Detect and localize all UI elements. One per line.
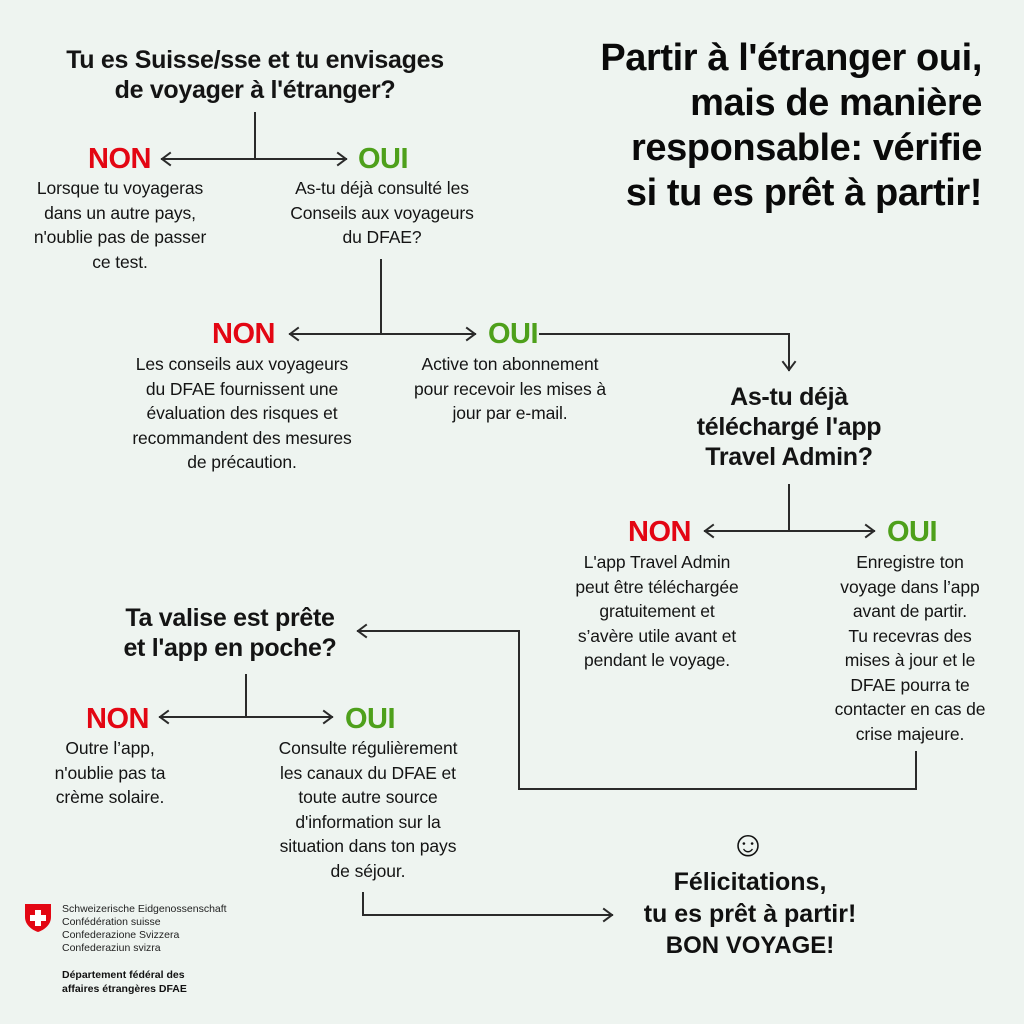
non-text-1: Lorsque tu voyageras dans un autre pays,… <box>33 178 207 272</box>
confederation-names: Schweizerische Eidgenossenschaft Confédé… <box>62 903 227 954</box>
answer-non-3: NON <box>628 516 691 548</box>
page-title: Partir à l'étranger oui, mais de manière… <box>600 37 982 214</box>
non-text-2: Les conseils aux voyageurs du DFAE fourn… <box>132 354 352 472</box>
question-4: Ta valise est prête et l'app en poche? <box>123 604 337 662</box>
answer-non-1: NON <box>88 143 151 175</box>
department-name: Département fédéral des affaires étrangè… <box>62 969 187 995</box>
swiss-shield-icon <box>24 903 52 933</box>
oui-text-1: As-tu déjà consulté les Conseils aux voy… <box>290 178 474 247</box>
answer-non-2: NON <box>212 318 275 350</box>
smiley-icon: ☺ <box>729 823 767 864</box>
non-text-4: Outre l’app, n'oublie pas ta crème solai… <box>54 738 166 807</box>
question-1: Tu es Suisse/sse et tu envisages de voya… <box>66 46 444 104</box>
question-3: As-tu déjà téléchargé l'app Travel Admin… <box>696 383 882 471</box>
oui-text-3: Enregistre ton voyage dans l’app avant d… <box>834 552 986 744</box>
final-message: Félicitations, tu es prêt à partir! <box>643 868 857 928</box>
oui-text-2: Active ton abonnement pour recevoir les … <box>413 354 607 423</box>
answer-non-4: NON <box>86 703 149 735</box>
bon-voyage: BON VOYAGE! <box>665 932 835 959</box>
answer-oui-3: OUI <box>887 516 938 548</box>
answer-oui-4: OUI <box>345 703 396 735</box>
answer-oui-1: OUI <box>358 143 409 175</box>
oui-text-4: Consulte régulièrement les canaux du DFA… <box>278 738 458 881</box>
answer-oui-2: OUI <box>488 318 539 350</box>
non-text-3: L'app Travel Admin peut être téléchargée… <box>575 552 739 670</box>
